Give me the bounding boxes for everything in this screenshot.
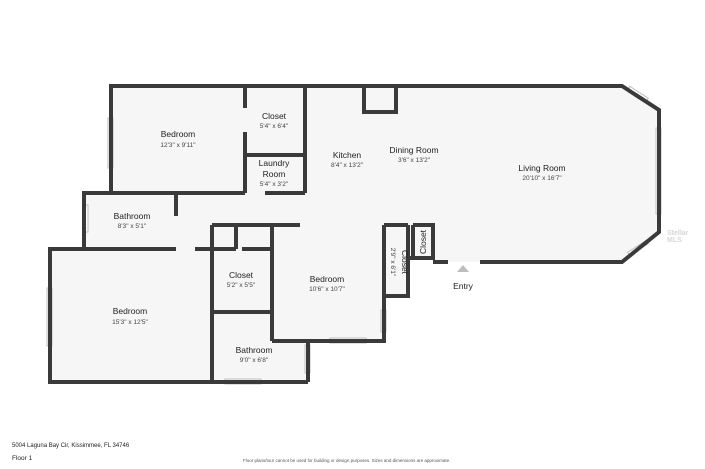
room-dims-closet-vert: 2'9" x 6'1" (389, 248, 396, 277)
room-name-closet-top: Closet (262, 111, 287, 121)
room-dims-bedroom-top: 12'3" x 9'11" (160, 142, 196, 149)
room-dims-bedroom-left: 15'3" x 12'5" (112, 319, 148, 326)
room-dims-closet-mid: 5'2" x 5'5" (227, 282, 256, 289)
room-name-bedroom-mid: Bedroom (310, 274, 345, 284)
room-dims-closet-top: 5'4" x 6'4" (260, 123, 289, 130)
footer-floor: Floor 1 (12, 455, 33, 462)
entry-arrow-icon (457, 265, 469, 272)
entry-label: Entry (453, 281, 474, 291)
room-name-laundry-line1: Laundry (259, 158, 290, 168)
room-name-kitchen: Kitchen (333, 150, 362, 160)
watermark: Stellar MLS (667, 230, 689, 244)
walls (48, 84, 661, 384)
room-dims-living: 20'10" x 16'7" (522, 175, 562, 182)
room-name-closet-mid: Closet (229, 270, 254, 280)
room-name-closet-small: Closet (418, 229, 428, 254)
room-name-dining: Dining Room (389, 145, 438, 155)
room-dims-laundry: 5'4" x 3'2" (260, 181, 289, 188)
room-name-bathroom-top: Bathroom (114, 211, 151, 221)
room-dims-bathroom-top: 8'3" x 5'1" (118, 223, 147, 230)
room-name-bedroom-left: Bedroom (113, 306, 148, 316)
room-name-living: Living Room (518, 163, 565, 173)
room-name-closet-vert: Closet (400, 250, 410, 275)
room-name-bedroom-top: Bedroom (161, 129, 196, 139)
room-dims-bedroom-mid: 10'6" x 10'7" (309, 286, 345, 293)
room-dims-kitchen: 8'4" x 13'2" (331, 162, 364, 169)
room-fills (50, 86, 659, 382)
room-name-bathroom-bot: Bathroom (236, 345, 273, 355)
room-dims-bathroom-bot: 9'0" x 6'8" (240, 357, 269, 364)
room-name-laundry-line2: Room (263, 169, 286, 179)
room-dims-dining: 3'6" x 13'2" (398, 157, 431, 164)
room-labels: Bedroom 12'3" x 9'11" Closet 5'4" x 6'4"… (112, 111, 565, 364)
footer-address: 5004 Laguna Bay Cir, Kissimmee, FL 34746 (12, 443, 130, 449)
footer-disclaimer: Floor plans/tour cannot be used for buil… (243, 458, 451, 463)
